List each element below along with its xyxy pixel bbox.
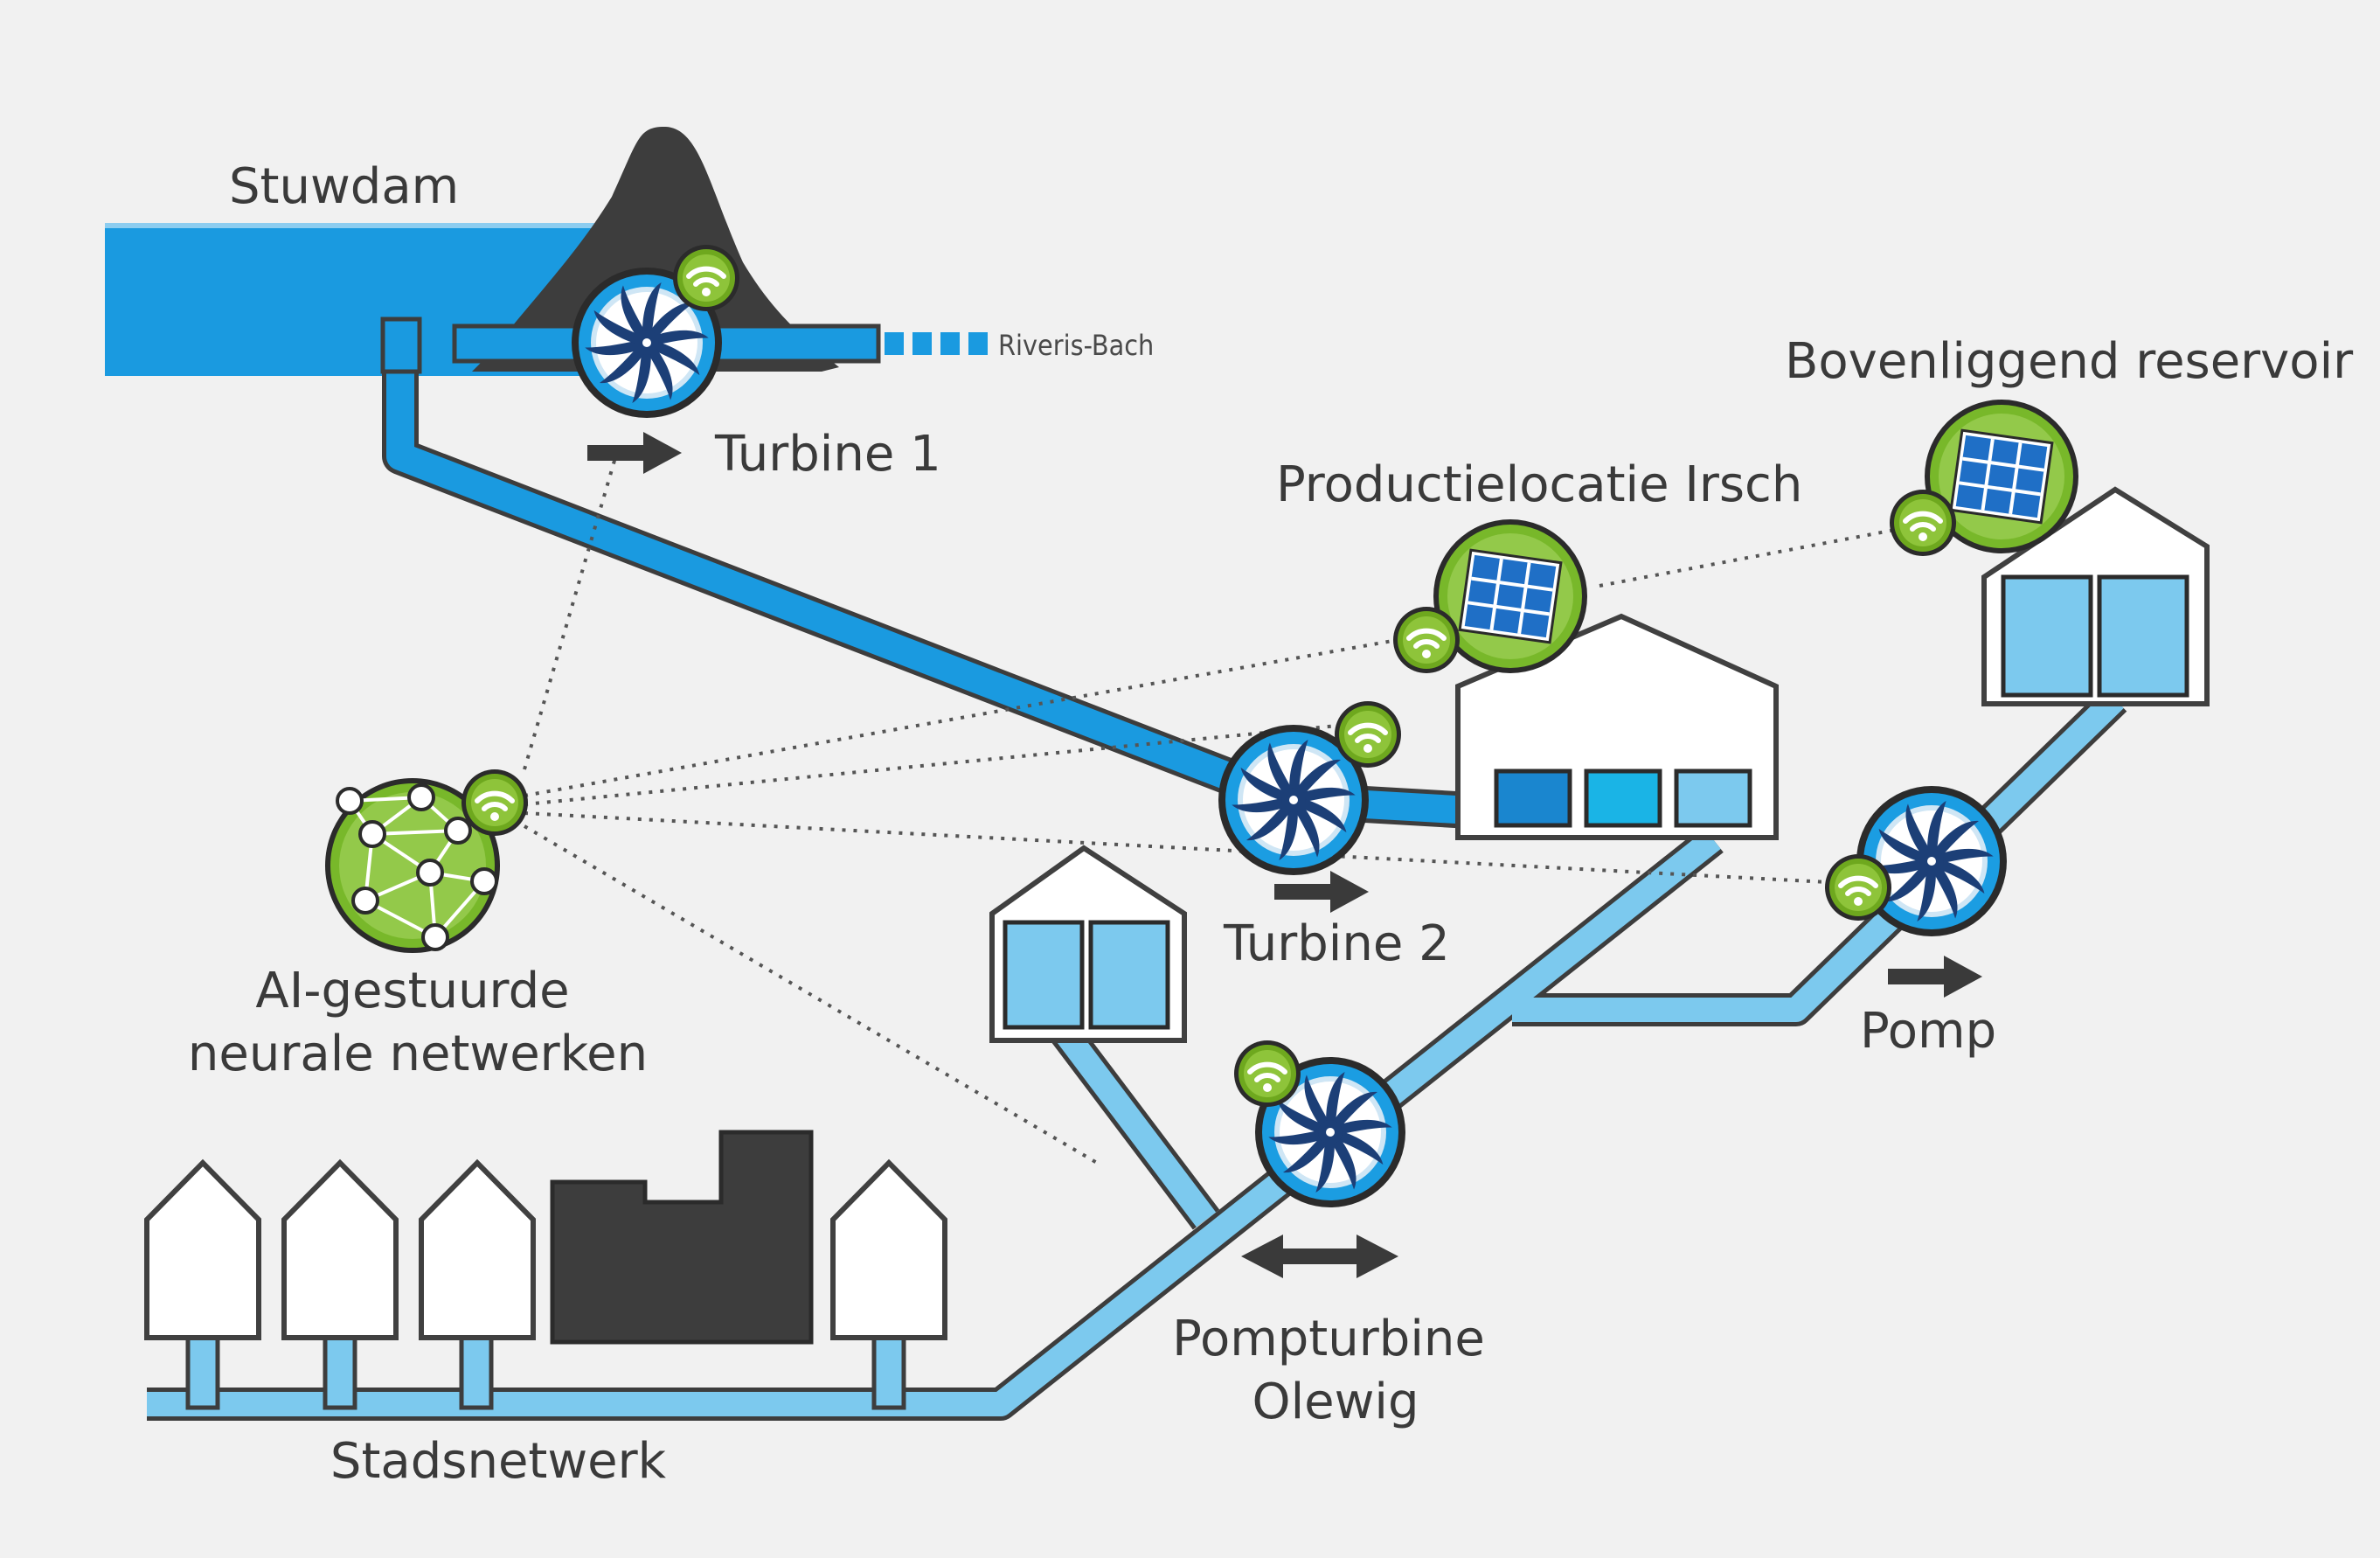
- label-ai-line-2: neurale netwerken: [188, 1026, 648, 1082]
- label-stadsnetwerk: Stadsnetwerk: [330, 1433, 667, 1490]
- production-building-irsch: [1455, 613, 1779, 840]
- penstock-intake: [380, 316, 422, 374]
- house-4: [830, 1158, 947, 1340]
- arrow-right-icon-pump: [1888, 956, 1982, 998]
- city-houses: [144, 1158, 947, 1340]
- label-ai-line-1: AI-gestuurde: [255, 963, 569, 1019]
- distribution-pipes: [147, 687, 2127, 1421]
- wifi-icon-ai: [461, 769, 528, 836]
- factory-building: [550, 1130, 814, 1345]
- pump-icon: [1856, 786, 2007, 936]
- wifi-icon-pump: [1825, 854, 1891, 921]
- dam-wall: [472, 127, 839, 372]
- label-turbine-2: Turbine 2: [1223, 915, 1450, 972]
- house-2: [281, 1158, 399, 1340]
- wifi-icon-solar-reservoir: [1890, 490, 1956, 556]
- house-3: [419, 1158, 536, 1340]
- label-riveris-bach: Riveris-Bach: [998, 329, 1154, 362]
- double-arrow-icon: [1241, 1235, 1398, 1278]
- small-reservoir-building: [989, 845, 1187, 1043]
- city-connectors: [185, 1326, 906, 1410]
- label-pompturbine: Pompturbine: [1172, 1311, 1485, 1367]
- label-turbine-1: Turbine 1: [714, 426, 941, 483]
- wifi-icon-turbine-1: [673, 245, 739, 311]
- wifi-icon-solar-irsch: [1393, 607, 1460, 673]
- arrow-right-icon-turbine-2: [1274, 871, 1369, 913]
- label-stuwdam: Stuwdam: [229, 158, 459, 215]
- penstock-pipe: [382, 319, 1518, 831]
- label-bovenliggend-reservoir: Bovenliggend reservoir: [1785, 333, 2354, 390]
- wifi-icon-pump-turbine: [1234, 1040, 1301, 1107]
- house-1: [144, 1158, 261, 1340]
- neural-network-icon: [325, 778, 500, 953]
- ai-communication-links: [523, 454, 1924, 1165]
- label-pomp: Pomp: [1860, 1003, 1996, 1060]
- label-productielocatie-irsch: Productielocatie Irsch: [1276, 456, 1802, 513]
- label-olewig: Olewig: [1252, 1374, 1419, 1430]
- wifi-icon-turbine-2: [1335, 701, 1401, 768]
- arrow-right-icon-turbine-1: [587, 432, 682, 474]
